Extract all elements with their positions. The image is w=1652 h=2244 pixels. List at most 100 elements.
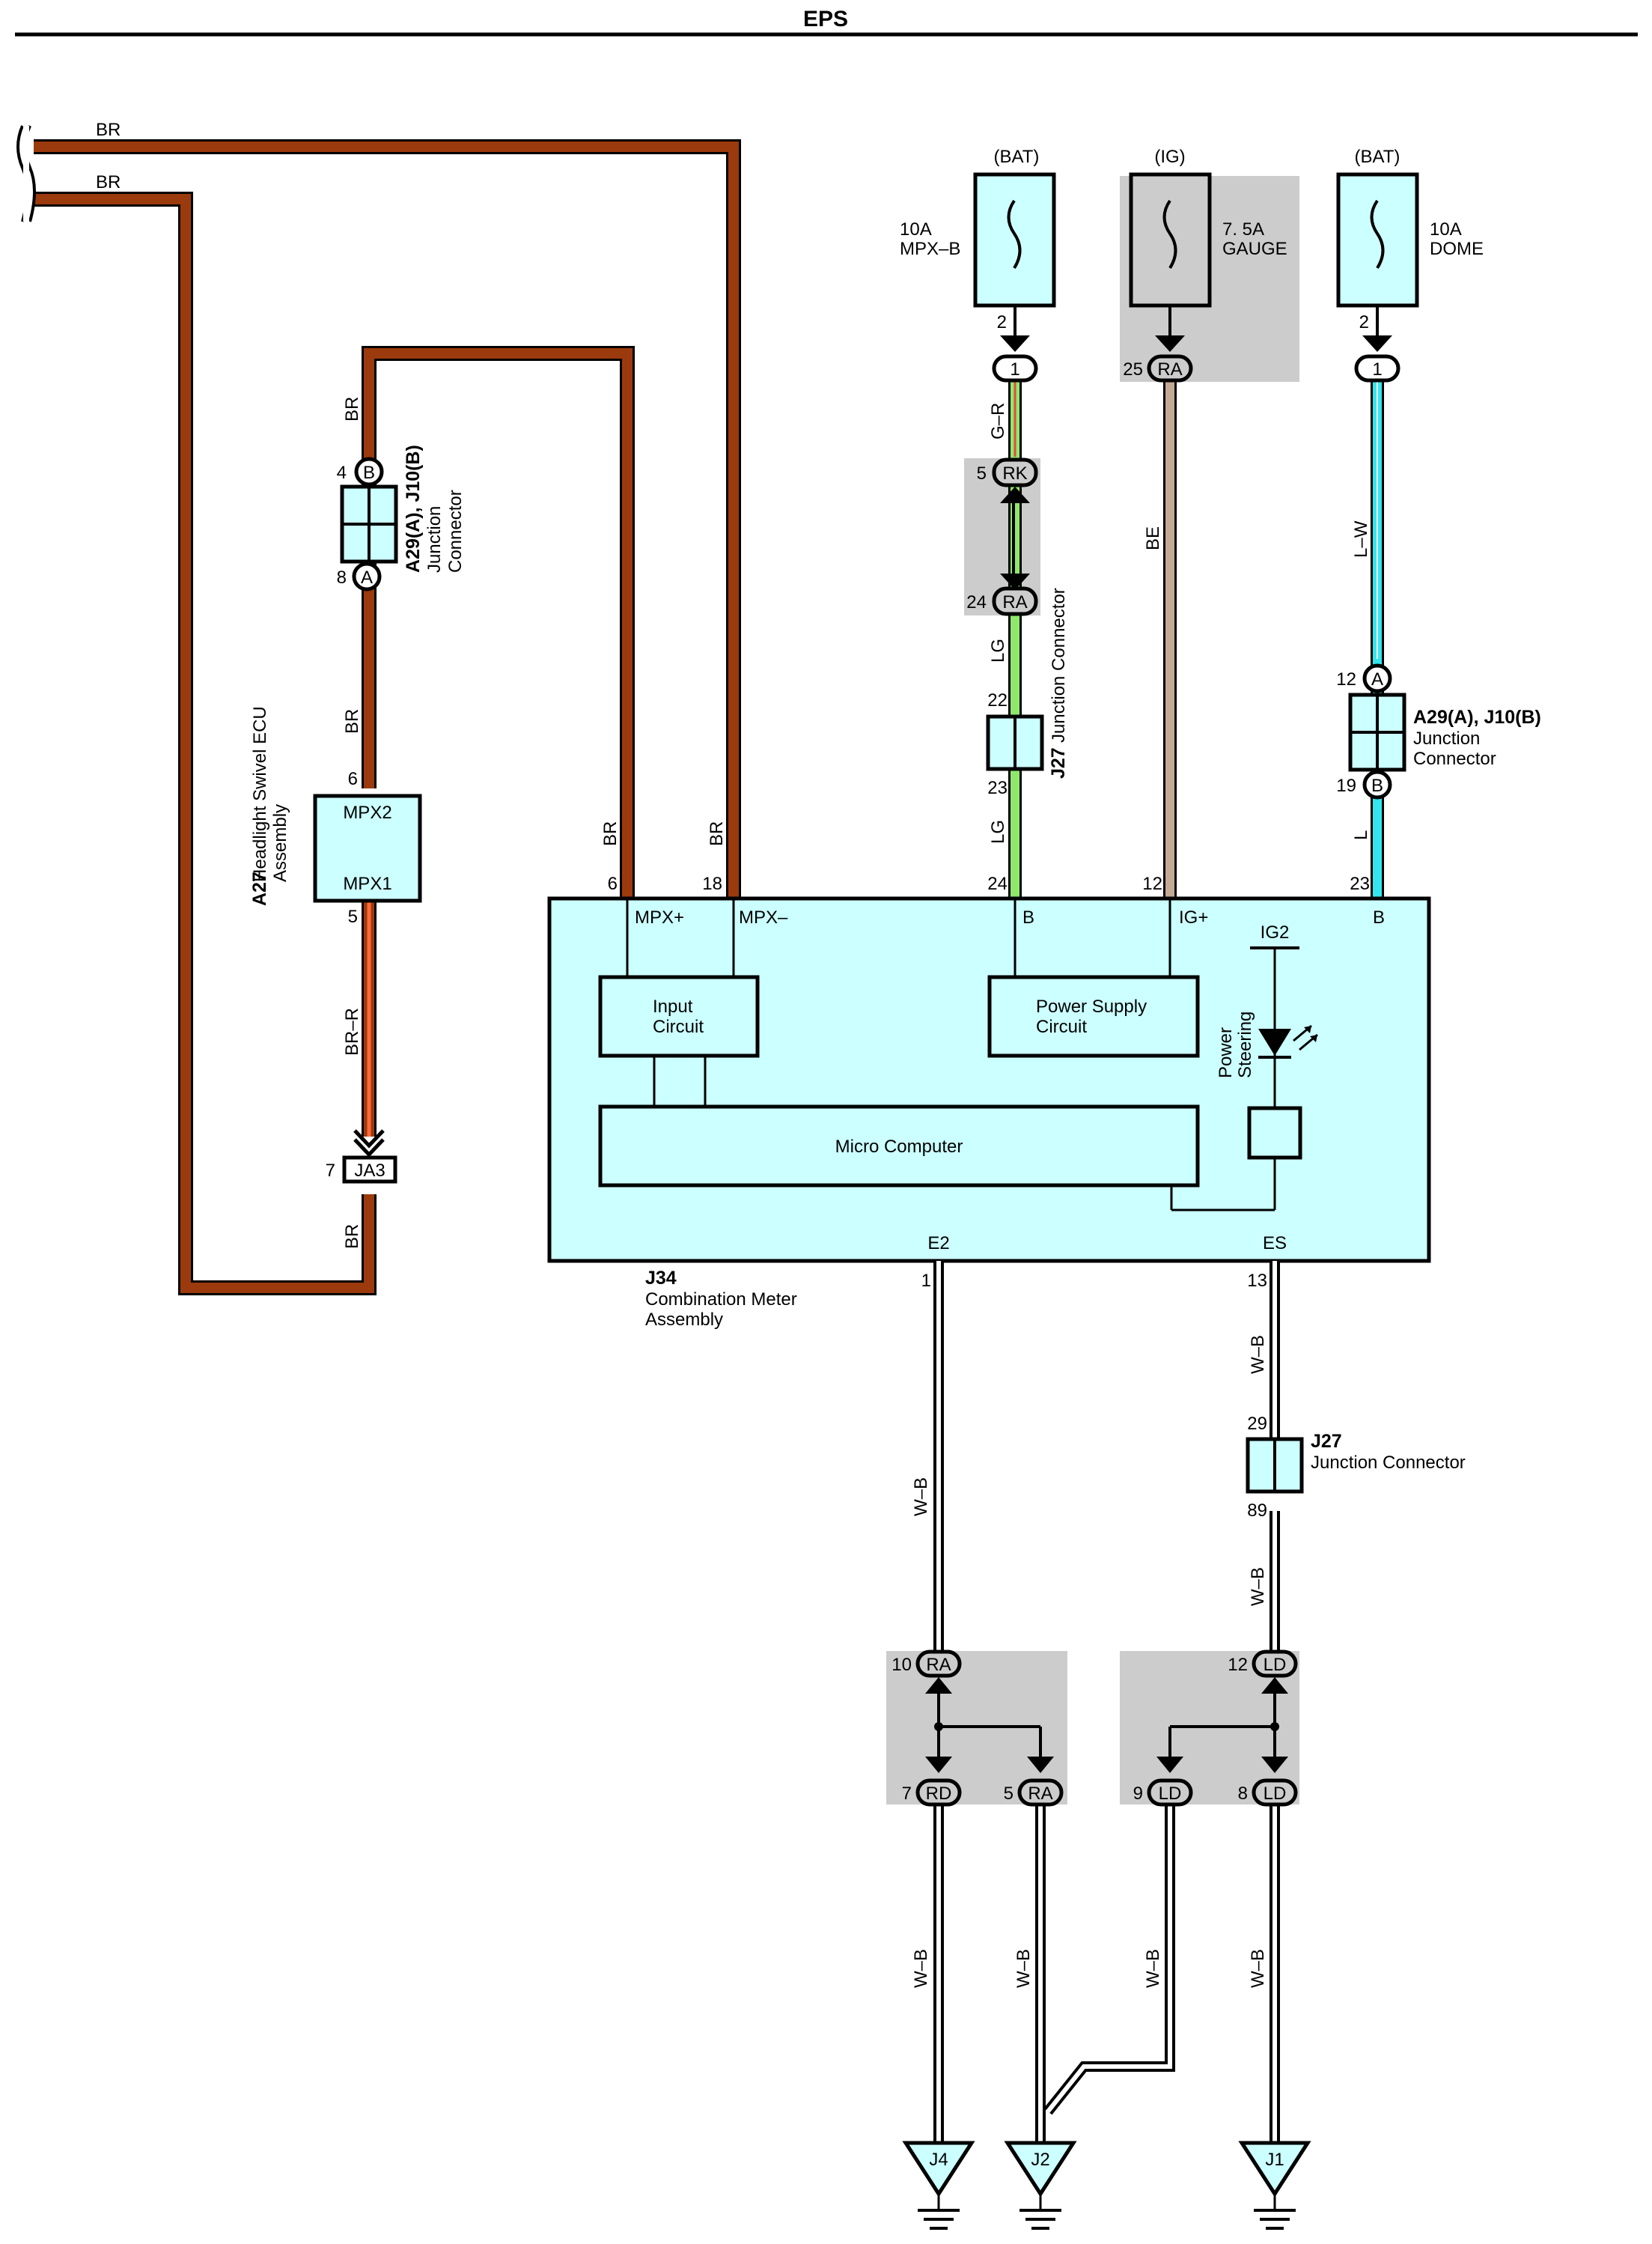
- meter-es: ES: [1263, 1233, 1287, 1253]
- meter-ig2: IG2: [1261, 922, 1290, 943]
- page-title: EPS: [803, 7, 848, 31]
- w-b-wires: [933, 1261, 1280, 2147]
- junction-top-left-label: A29(A), J10(B) Junction Connector: [403, 445, 466, 573]
- meter-pin-24: 24: [987, 874, 1008, 894]
- conn-b19-pin: 19: [1336, 776, 1356, 796]
- meter-name-line1: Combination Meter: [645, 1289, 797, 1310]
- ground-j1: J1: [1238, 2141, 1311, 2230]
- wire-label-br-r: BR–R: [342, 1008, 362, 1056]
- wire-label-l-w: L–W: [1351, 520, 1371, 558]
- meter-pin-1: 1: [921, 1271, 931, 1291]
- conn-ld9-pin: 9: [1133, 1784, 1143, 1804]
- fuse-dome-pin: 2: [1359, 312, 1369, 332]
- a27-pin-5: 5: [348, 907, 358, 927]
- conn-a12-label: A: [1371, 669, 1383, 690]
- power-steering-line2: Steering: [1235, 1012, 1255, 1078]
- wire-label-w-b-3: W–B: [1248, 1567, 1268, 1606]
- conn-ld8-label: LD: [1264, 1784, 1287, 1804]
- wire-label-br-mpxm: BR: [707, 821, 727, 846]
- j27-pin-22: 22: [987, 690, 1008, 711]
- splice-left: RA 10 RD 7 RA 5: [891, 1649, 1064, 1807]
- conn-rd7-label: RD: [926, 1784, 952, 1804]
- micro-computer: Micro Computer: [835, 1137, 963, 1157]
- meter-pin-18: 18: [702, 874, 722, 894]
- wire-label-br-mpxp: BR: [600, 821, 621, 846]
- ground-j2: J2: [1004, 2141, 1077, 2230]
- fuse-dome: (BAT) 10A DOME 2: [1336, 147, 1484, 352]
- wire-label-br-second: BR: [96, 172, 121, 192]
- splice-right: LD 12 LD 9 LD 8: [1133, 1649, 1298, 1807]
- wire-label-l: L: [1351, 830, 1371, 840]
- conn-ra5-pin: 5: [1004, 1784, 1014, 1804]
- conn-ra10-pin: 10: [891, 1655, 912, 1675]
- a27-pin-6: 6: [348, 769, 358, 789]
- ground-j4: J4: [902, 2141, 975, 2230]
- conn-a12-pin: 12: [1336, 669, 1356, 690]
- fuse-gauge-source: (IG): [1154, 147, 1185, 167]
- ja3-label: JA3: [354, 1161, 385, 1181]
- conn-rk: [992, 457, 1038, 487]
- junction-connector-top-left: B 4 A 8: [337, 457, 398, 592]
- conn-ra25-pin: 25: [1123, 359, 1143, 380]
- j27-junction-vertical: 22 23: [986, 690, 1044, 798]
- conn-ra24-label: RA: [1002, 592, 1027, 612]
- wire-label-br-b: BR: [342, 709, 362, 734]
- conn-a-label: A: [361, 568, 373, 588]
- a27-line2: Assembly: [270, 804, 290, 882]
- wire-label-lg-a: LG: [988, 639, 1008, 663]
- power-supply-line1: Power Supply: [1036, 997, 1147, 1017]
- meter-b-2: B: [1373, 907, 1385, 928]
- meter-mpx-plus: MPX+: [635, 907, 684, 928]
- a27-label: A27 Headlight Swivel ECU Assembly: [249, 706, 290, 906]
- conn-1-mpx: [992, 354, 1038, 383]
- j27-vertical-label: J27 Junction Connector: [1048, 588, 1069, 779]
- wire-label-br-a: BR: [342, 397, 362, 422]
- a27-mpx2: MPX2: [343, 803, 391, 823]
- meter-ig-plus: IG+: [1179, 907, 1208, 928]
- junction-right-line2: Connector: [1413, 749, 1496, 769]
- j27-junction-lower: 29 89: [1246, 1414, 1304, 1521]
- meter-pin-23: 23: [1350, 874, 1370, 894]
- a27-line1: Headlight Swivel ECU: [250, 706, 270, 882]
- j27-lower-id: J27: [1311, 1431, 1342, 1452]
- conn-ra5-label: RA: [1028, 1784, 1052, 1804]
- junction-top-left-line2: Connector: [445, 490, 466, 573]
- conn-ld12-label: LD: [1264, 1655, 1287, 1675]
- conn-1-mpx-label: 1: [1010, 359, 1019, 380]
- meter-mpx-minus: MPX–: [739, 907, 788, 928]
- fuse-mpx-b-name: MPX–B: [900, 239, 960, 259]
- wire-label-br-c: BR: [342, 1224, 362, 1249]
- j27-pin-23: 23: [987, 778, 1008, 798]
- fuse-gauge-rating: 7. 5A: [1222, 219, 1264, 240]
- fuse-dome-rating: 10A: [1430, 219, 1462, 240]
- junction-right-id: A29(A), J10(B): [1413, 707, 1541, 728]
- junction-connector-right: A 12 B 19: [1336, 663, 1406, 800]
- conn-rd7-pin: 7: [902, 1784, 912, 1804]
- conn-ld9-label: LD: [1159, 1784, 1182, 1804]
- a27-mpx1: MPX1: [343, 874, 391, 894]
- fuse-dome-source: (BAT): [1355, 147, 1400, 167]
- wire-label-g-r: G–R: [988, 403, 1008, 440]
- wire-label-w-b-1: W–B: [911, 1477, 931, 1516]
- conn-b-pin: 4: [337, 463, 347, 483]
- conn-rk-pin: 5: [977, 463, 987, 484]
- j27-vertical-name: Junction Connector: [1049, 588, 1069, 743]
- fuse-dome-name: DOME: [1430, 239, 1484, 259]
- input-circuit-line1: Input: [653, 997, 693, 1017]
- ja3-connector: JA3 7: [326, 1129, 397, 1184]
- ground-j4-label: J4: [929, 2150, 948, 2170]
- power-supply-line2: Circuit: [1036, 1017, 1087, 1037]
- conn-rk-label: RK: [1002, 463, 1027, 484]
- j27-pin-89: 89: [1247, 1500, 1267, 1521]
- ground-j2-label: J2: [1031, 2150, 1049, 2170]
- wire-label-be: BE: [1143, 526, 1163, 550]
- meter-b-1: B: [1022, 907, 1034, 928]
- wire-label-w-b-5: W–B: [1014, 1949, 1034, 1988]
- junction-right-line1: Junction: [1413, 729, 1480, 749]
- wire-label-br-top: BR: [96, 120, 121, 140]
- junction-top-left-line1: Junction: [424, 506, 445, 573]
- fuse-mpx-b: (BAT) 10A MPX–B 2: [900, 147, 1056, 332]
- conn-1-dome: [1354, 354, 1400, 383]
- conn-1-dome-label: 1: [1372, 359, 1382, 380]
